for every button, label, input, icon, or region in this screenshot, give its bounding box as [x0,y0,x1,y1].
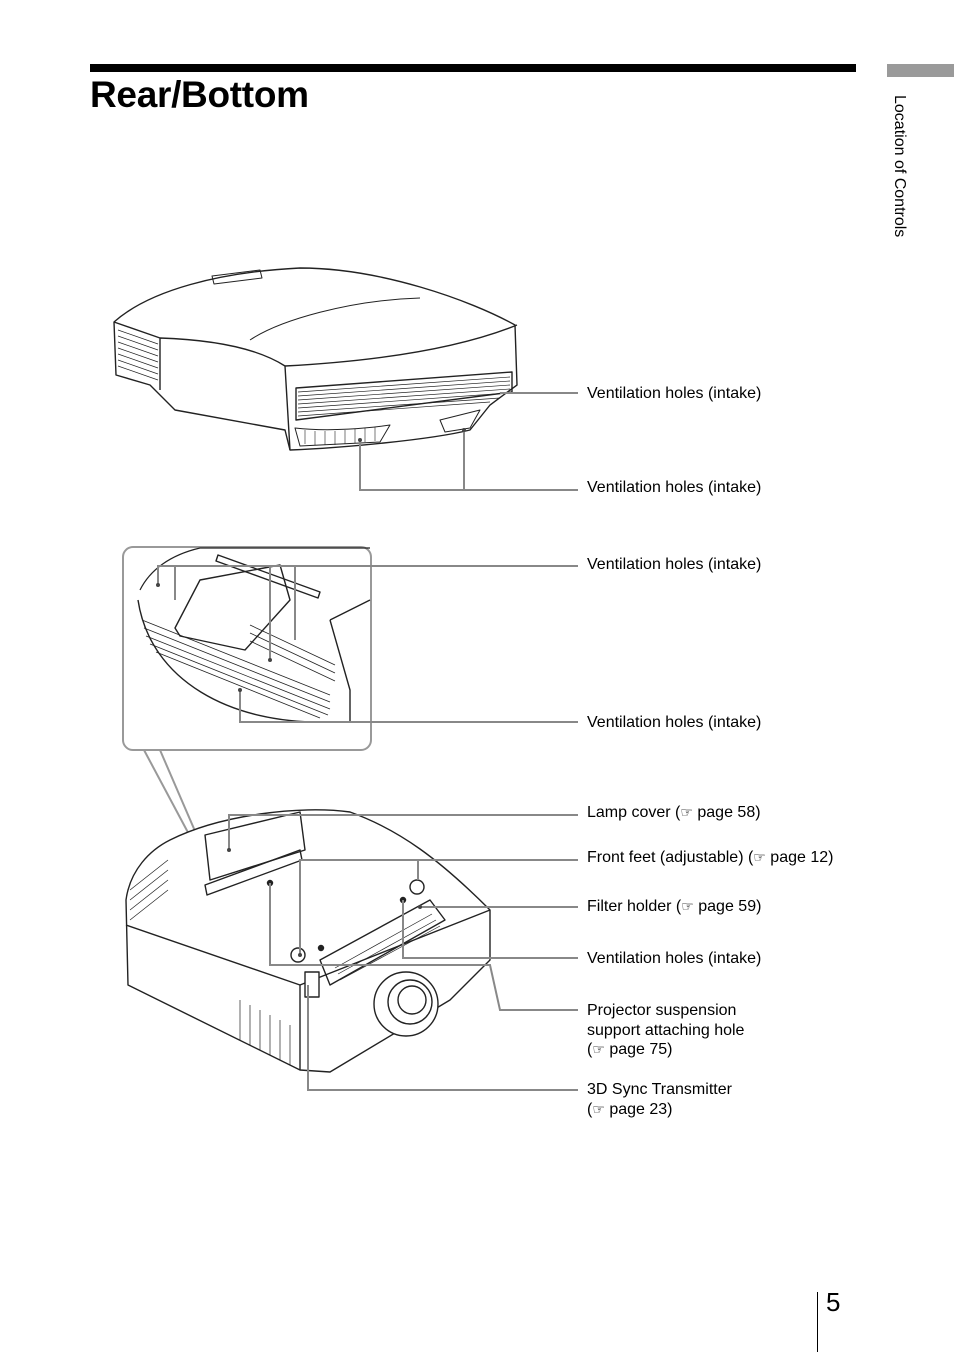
detail-inset [122,546,372,841]
callout-vent-rear-bottom: Ventilation holes (intake) [587,479,762,496]
lamp-cover-label: Lamp cover ( [587,804,681,821]
page-number-divider [817,1292,818,1352]
title-rule [90,64,856,72]
callout-vent-detail-top: Ventilation holes (intake) [587,556,762,573]
front-feet-ref: page 12) [765,849,834,866]
callout-vent-rear-right: Ventilation holes (intake) [587,385,762,402]
callout-suspension-hole: Projector suspension support attaching h… [587,1001,744,1061]
leader-lines [157,392,578,1091]
suspension-line-1: Projector suspension [587,1002,737,1019]
projector-bottom-view [125,809,491,1073]
filter-holder-label: Filter holder ( [587,898,682,915]
sync-line-1: 3D Sync Transmitter [587,1081,732,1098]
callout-vent-bottom: Ventilation holes (intake) [587,950,762,967]
suspension-line-2: support attaching hole [587,1021,745,1039]
callout-filter-holder: Filter holder (☞ page 59) [587,897,761,918]
callout-3d-sync: 3D Sync Transmitter (☞ page 23) [587,1080,732,1120]
filter-holder-ref: page 59) [693,898,762,915]
pointing-hand-icon: ☞ [592,1101,605,1118]
lamp-cover-ref: page 58) [692,804,761,821]
pointing-hand-icon: ☞ [753,850,766,866]
pointing-hand-icon: ☞ [681,899,694,915]
callout-front-feet: Front feet (adjustable) (☞ page 12) [587,848,833,869]
page-title: Rear/Bottom [90,74,309,115]
sync-ref: page 23) [604,1100,673,1118]
projector-rear-view [113,267,518,451]
pointing-hand-icon: ☞ [680,805,693,821]
suspension-ref: page 75) [604,1041,673,1058]
front-feet-label: Front feet (adjustable) ( [587,849,754,866]
section-tab-label: Location of Controls [891,95,908,238]
pointing-hand-icon: ☞ [592,1042,605,1058]
section-tab-marker [887,64,954,77]
leader-dots [156,428,466,957]
callout-lamp-cover: Lamp cover (☞ page 58) [587,803,761,824]
callout-vent-detail-bottom: Ventilation holes (intake) [587,714,762,731]
page-number: 5 [826,1287,841,1317]
